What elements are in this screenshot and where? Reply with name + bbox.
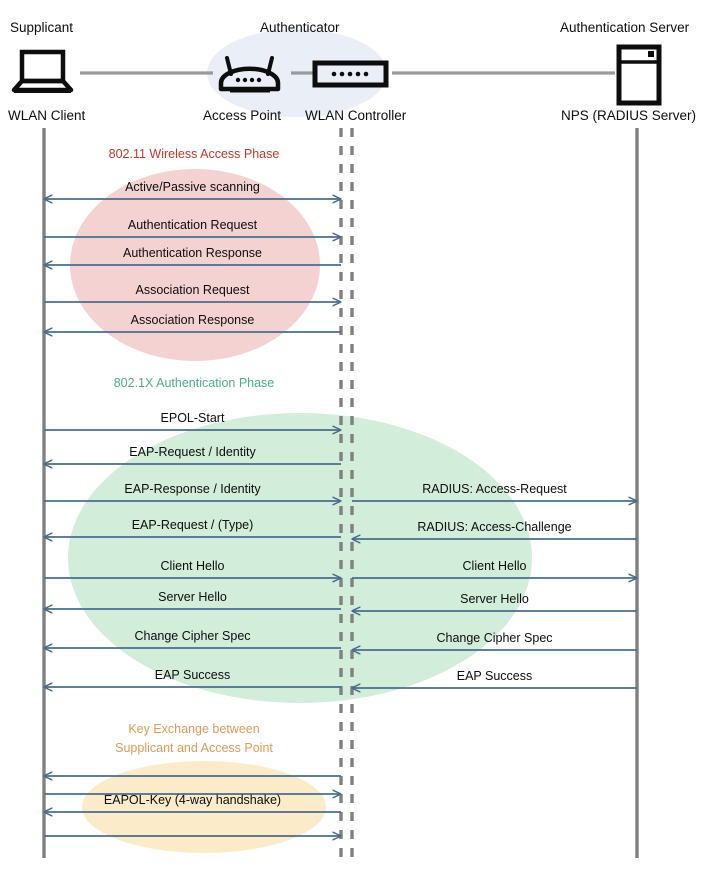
message-label-left-4: Association Response <box>130 313 255 327</box>
phase-label-key-exchange-line2: Supplicant and Access Point <box>115 741 273 755</box>
actor-device-wlan-controller: WLAN Controller <box>305 108 407 123</box>
phase-label-key-exchange-line1: Key Exchange between <box>128 722 260 736</box>
message-arrows-right <box>352 501 637 688</box>
message-label-right-3: Server Hello <box>460 592 529 606</box>
actor-device-wlan-client: WLAN Client <box>8 108 86 123</box>
actor-role-authenticator: Authenticator <box>260 20 340 35</box>
phase-label-wireless-access: 802.11 Wireless Access Phase <box>108 147 280 161</box>
message-arrows-left <box>44 199 341 836</box>
message-label-left-7: EAP-Response / Identity <box>124 482 261 496</box>
message-label-right-5: EAP Success <box>456 669 533 683</box>
message-label-left-15: EAPOL-Key (4-way handshake) <box>103 793 282 807</box>
access-point-icon <box>218 56 281 93</box>
message-label-left-9: Client Hello <box>160 559 225 573</box>
message-label-right-2: Client Hello <box>462 559 527 573</box>
message-label-left-11: Change Cipher Spec <box>134 629 251 643</box>
message-label-left-12: EAP Success <box>154 668 231 682</box>
actor-role-auth-server: Authentication Server <box>560 20 690 35</box>
actor-device-access-point: Access Point <box>203 108 282 123</box>
phase-ellipse-key-exchange <box>82 761 326 853</box>
laptop-icon <box>11 49 74 93</box>
server-icon <box>616 44 662 106</box>
message-label-left-5: EPOL-Start <box>160 411 225 425</box>
message-label-left-0: Active/Passive scanning <box>125 180 260 194</box>
message-label-right-0: RADIUS: Access-Request <box>422 482 567 496</box>
message-label-left-6: EAP-Request / Identity <box>129 445 256 459</box>
message-label-left-1: Authentication Request <box>127 218 258 232</box>
message-label-left-8: EAP-Request / (Type) <box>131 518 254 532</box>
message-label-left-10: Server Hello <box>158 590 227 604</box>
message-label-right-4: Change Cipher Spec <box>436 631 553 645</box>
phase-ellipse-dot1x <box>68 413 532 703</box>
message-label-left-3: Association Request <box>135 283 250 297</box>
phase-label-dot1x: 802.1X Authentication Phase <box>113 376 275 390</box>
wlan-controller-icon <box>312 60 389 88</box>
actor-device-nps: NPS (RADIUS Server) <box>561 108 697 123</box>
message-label-right-1: RADIUS: Access-Challenge <box>417 520 572 534</box>
actor-role-supplicant: Supplicant <box>10 20 74 35</box>
message-label-left-2: Authentication Response <box>123 246 262 260</box>
